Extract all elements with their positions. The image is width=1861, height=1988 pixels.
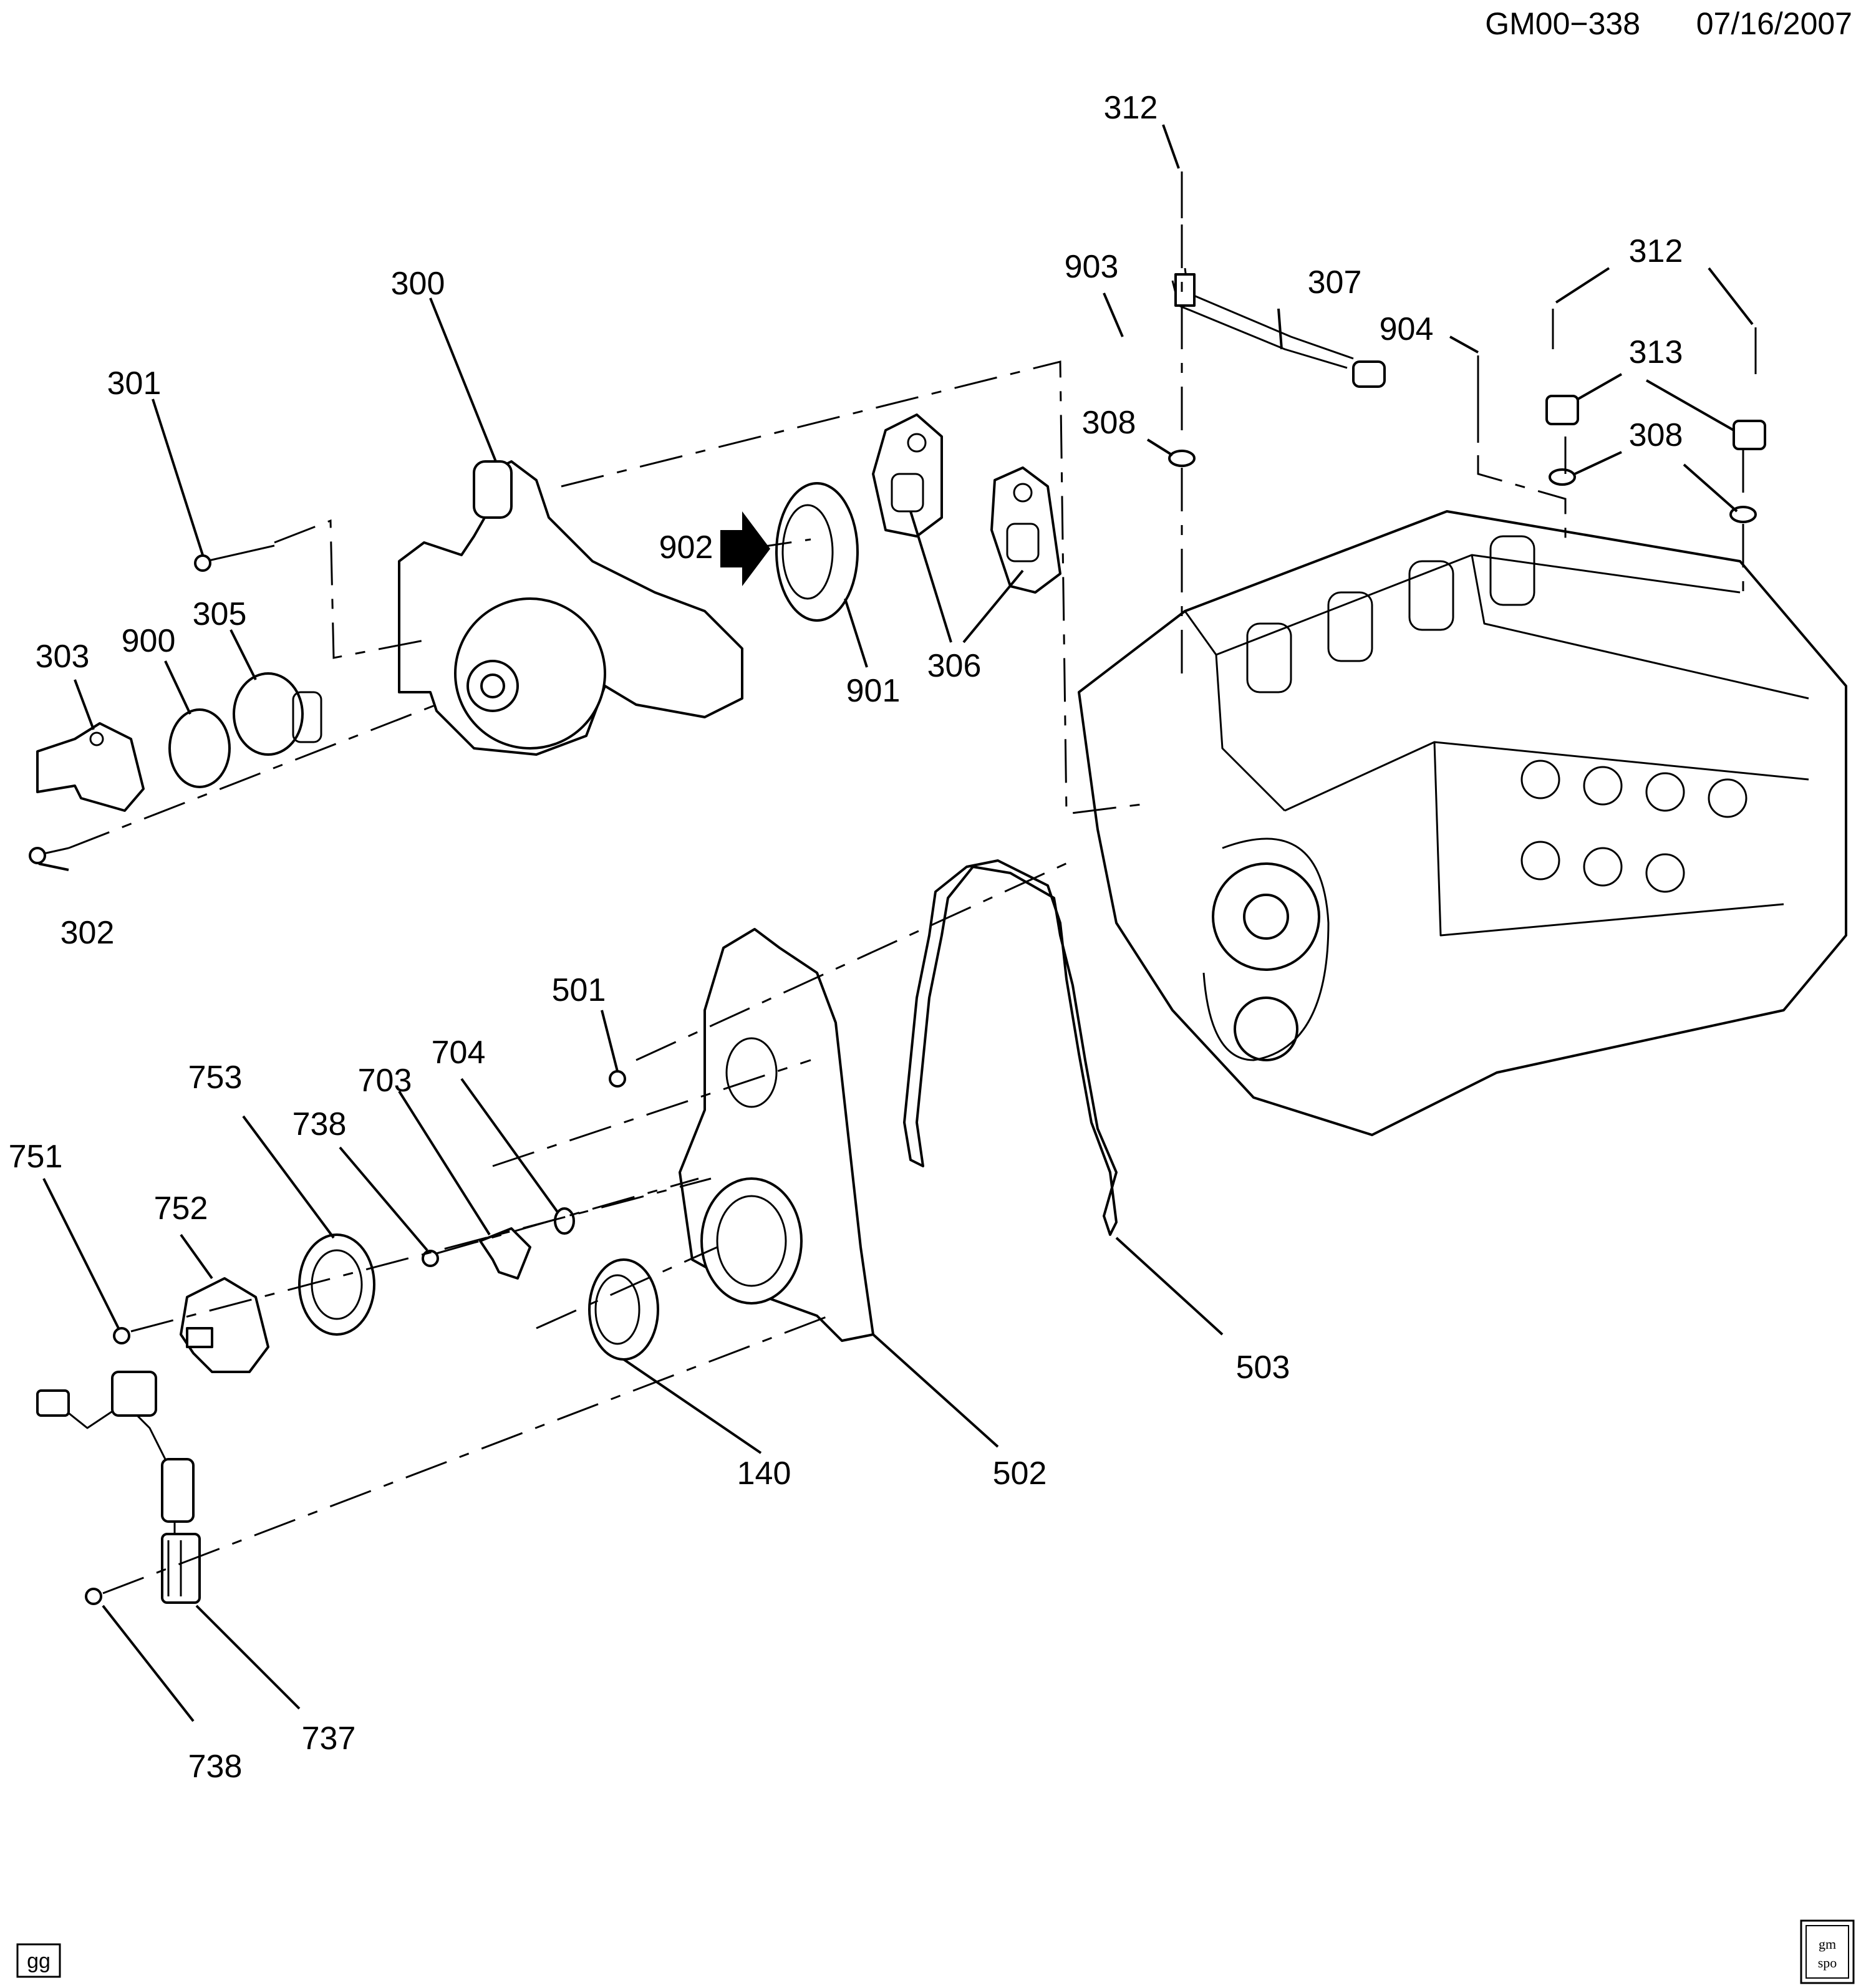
bolt-302: [29, 847, 69, 864]
gm-spo-logo: gm spo: [1800, 1919, 1855, 1984]
callout-737: 737: [302, 1720, 356, 1757]
callout-904: 904: [1380, 311, 1434, 347]
tube-307: [1171, 268, 1386, 388]
bolt-501: [609, 1070, 626, 1088]
logo-line2: spo: [1818, 1955, 1837, 1971]
callout-902: 902: [659, 529, 713, 566]
callout-302: 302: [60, 915, 115, 951]
front-cover-502: [679, 928, 874, 1342]
drawing-date: 07/16/2007: [1696, 6, 1852, 41]
callout-738-a: 738: [292, 1106, 347, 1142]
callout-901: 901: [846, 673, 901, 709]
logo-line1: gm: [1819, 1936, 1836, 1952]
sensor-752: [180, 1277, 269, 1373]
callout-303: 303: [36, 639, 90, 675]
callout-753: 753: [188, 1059, 243, 1096]
callout-307: 307: [1308, 264, 1362, 301]
callout-738-b: 738: [188, 1749, 243, 1785]
drawing-id: GM00−338: [1485, 6, 1640, 41]
gasket-306: [872, 413, 1061, 594]
hose-903-core: [1114, 335, 1243, 388]
o-ring-704: [554, 1207, 575, 1235]
washer-308-b: [1549, 468, 1576, 486]
bolt-738-a: [422, 1250, 439, 1267]
callout-751: 751: [9, 1139, 63, 1175]
leader-lines: [38, 124, 1754, 1722]
bracket-313-b: [1733, 420, 1766, 450]
callout-305: 305: [193, 596, 247, 632]
callout-312-a: 312: [1104, 90, 1158, 126]
thermostat-housing-303: [36, 722, 145, 812]
bolt-738-b: [85, 1588, 102, 1605]
callout-903: 903: [1065, 249, 1119, 285]
thermostat-305: [233, 672, 322, 756]
washer-308-a: [1168, 450, 1196, 467]
corner-tag: gg: [16, 1943, 61, 1978]
bracket-313-a: [1545, 395, 1579, 425]
harness-737: [36, 1371, 201, 1604]
engine-block: [1078, 510, 1847, 1136]
sensor-703: [479, 1227, 531, 1280]
callouts: 300 301 302 303 305 900 901 902 306 307 …: [9, 90, 1683, 1785]
seal-900: [168, 708, 231, 788]
callout-306: 306: [927, 648, 982, 684]
callout-140: 140: [737, 1455, 791, 1492]
callout-503: 503: [1236, 1349, 1290, 1386]
gasket-503: [903, 859, 1118, 1236]
callout-752: 752: [154, 1190, 208, 1227]
gasket-753: [298, 1233, 375, 1336]
callout-502: 502: [993, 1455, 1047, 1492]
bolt-751: [113, 1327, 130, 1344]
callout-704: 704: [432, 1035, 486, 1071]
bolt-301: [194, 544, 275, 572]
alignment-lines: [68, 224, 1744, 1595]
callout-703: 703: [358, 1063, 412, 1099]
callout-308-a: 308: [1082, 405, 1136, 441]
callout-301: 301: [107, 365, 162, 402]
callout-300: 300: [391, 266, 445, 302]
callout-312-b: 312: [1629, 233, 1683, 269]
callout-501: 501: [552, 972, 606, 1008]
callout-308-b: 308: [1629, 417, 1683, 453]
callout-313: 313: [1629, 334, 1683, 370]
corner-tag-text: gg: [27, 1949, 51, 1973]
callout-900: 900: [122, 623, 176, 659]
arrow-icon: [720, 511, 770, 586]
water-pump: [398, 460, 743, 756]
seal-140: [588, 1258, 659, 1361]
seal-901: [775, 482, 859, 622]
